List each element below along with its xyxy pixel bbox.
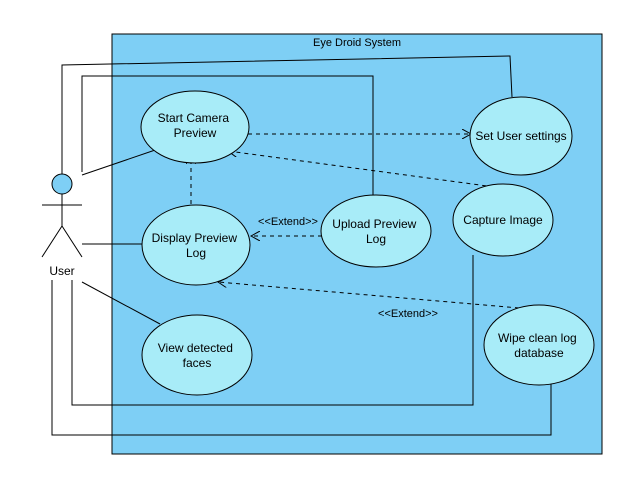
actor-head [51,173,73,195]
assoc-view-detected-faces [81,281,161,325]
use-case-display-preview-log[interactable]: Display Preview Log [141,204,251,286]
uc-line: Start Camera [158,111,230,125]
actor-name: User [49,264,74,278]
use-case-set-user-settings[interactable]: Set User settings [469,96,573,176]
uc-line: View detected [158,341,233,355]
svg-text:Start Camera Preview: Start Camera Preview [158,111,233,140]
uc-line: Set User settings [475,129,566,143]
use-case-wipe-clean-log-database[interactable]: Wipe clean log database [483,304,595,386]
uc-line: Log [366,232,386,246]
assoc-set-user-settings [61,55,513,174]
extend-label-wipe: <<Extend>> [378,308,438,320]
dep-capture-to-start [228,151,503,189]
assoc-wipe-clean-log-database [51,280,552,436]
uc-line: faces [183,356,212,370]
assoc-upload-preview-log [81,75,374,196]
svg-text:Capture Image: Capture Image [463,213,543,227]
system-title: Eye Droid System [313,37,401,49]
associations [51,55,552,436]
dep-wipe-to-display [218,282,520,309]
uc-line: Log [186,246,206,260]
use-case-view-detected-faces[interactable]: View detected faces [141,314,253,396]
uc-line: Display Preview [152,231,238,245]
extend-label-upload: <<Extend>> [258,216,318,228]
svg-text:Wipe clean log databas: Wipe clean log database [498,331,580,360]
uc-line: Preview [174,126,217,140]
svg-text:Set User settings: Set User settings [475,129,566,143]
actor-user[interactable]: User [41,173,83,278]
use-case-capture-image[interactable]: Capture Image [452,183,554,257]
svg-text:Upload Preview Log: Upload Preview Log [332,217,419,246]
uc-line: Capture Image [463,213,543,227]
svg-text:Display Preview Log: Display Preview Log [152,231,241,260]
svg-text:View detected faces: View detected faces [158,341,237,370]
uc-line: Upload Preview [332,217,416,231]
assoc-capture-image [71,255,474,406]
assoc-start-camera-preview [81,146,165,176]
uc-line: database [514,346,564,360]
use-case-start-camera-preview[interactable]: Start Camera Preview [140,90,250,164]
use-case-upload-preview-log[interactable]: Upload Preview Log [320,194,432,268]
uc-line: Wipe clean log [498,331,577,345]
